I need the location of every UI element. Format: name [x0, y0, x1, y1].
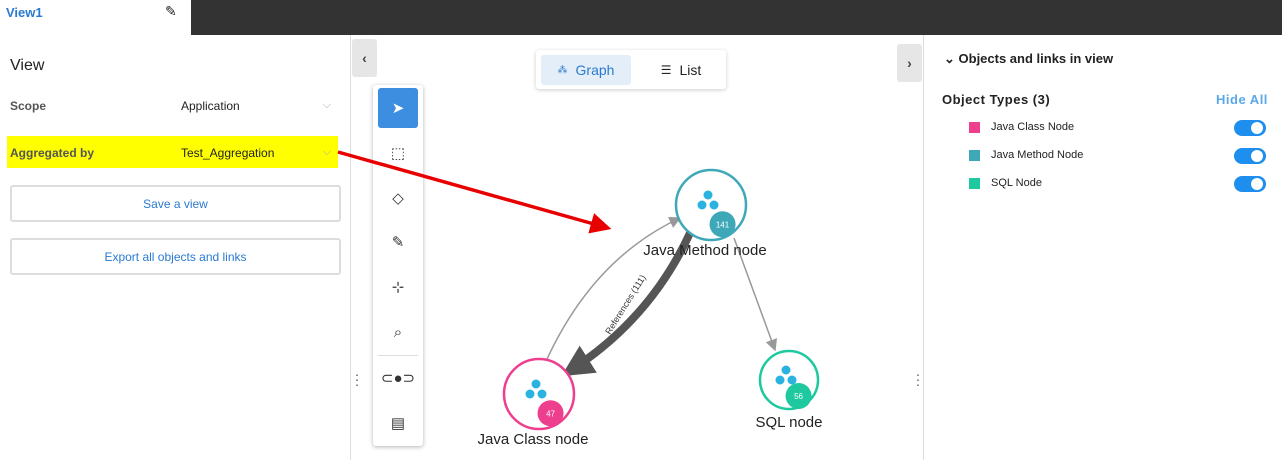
node-label: SQL node [756, 414, 823, 431]
tab-view1[interactable]: View1 ✎ [0, 0, 191, 35]
list-icon: ☰ [660, 63, 672, 77]
search-icon: ⌕ [393, 323, 403, 341]
collapse-right-button[interactable]: › [897, 44, 922, 82]
node-type-icon [709, 200, 719, 210]
chevron-down-icon: ⌄ [944, 51, 959, 66]
toolbar-divider [378, 355, 418, 356]
object-types-title: Object Types (3) [942, 92, 1051, 107]
chevron-down-icon: ⌵ [322, 146, 331, 158]
object-type-label: Java Class Node [991, 121, 1075, 133]
node-label: Java Method node [643, 242, 766, 259]
section-title: Objects and links in view [958, 51, 1114, 66]
node-type-icon [781, 365, 791, 375]
tab-graph[interactable]: ⁂ Graph [541, 55, 631, 85]
node-type-icon [787, 375, 797, 385]
tab-graph-label: Graph [575, 62, 615, 78]
annotation-red-arrow [337, 150, 612, 234]
search-tool-button[interactable]: ⌕ [378, 312, 418, 352]
node-type-icon [697, 200, 707, 210]
comment-tool-button[interactable]: ▤ [378, 403, 418, 443]
object-type-row: Java Method Node [969, 149, 1269, 161]
layout-tool-button[interactable]: ⊹ [378, 267, 418, 307]
tab-list-label: List [679, 62, 702, 78]
node-count-badge [709, 211, 736, 238]
node-type-icon [537, 389, 547, 399]
hide-all-link[interactable]: Hide All [1216, 92, 1268, 107]
marquee-select-icon: ⬚ [390, 145, 406, 162]
object-type-row: SQL Node [969, 177, 1269, 189]
pencil-icon: ✎ [391, 234, 405, 251]
resize-handle-right[interactable]: ··· [915, 366, 921, 392]
collapse-left-button[interactable]: ‹ [352, 39, 377, 77]
shapes-icon: ◇ [392, 190, 404, 207]
scope-select[interactable]: Application ⌵ [180, 95, 335, 117]
edge-method-to-sql[interactable] [733, 237, 778, 352]
export-button[interactable]: Export all objects and links [10, 238, 341, 275]
tab-title: View1 [6, 5, 43, 20]
aggregated-by-row: Aggregated by Test_Aggregation ⌵ [7, 136, 338, 168]
node-type-icon [703, 190, 713, 200]
tab-list[interactable]: ☰ List [646, 55, 716, 85]
node-type-icon [525, 389, 535, 399]
aggregated-by-label: Aggregated by [10, 146, 95, 160]
node-label: Java Class node [478, 431, 589, 448]
select-tool-button[interactable]: ➤ [378, 88, 418, 128]
view-toggle: ⁂ Graph ☰ List [536, 50, 726, 89]
draw-tool-button[interactable]: ✎ [378, 222, 418, 262]
scope-value: Application [181, 99, 240, 113]
save-view-button[interactable]: Save a view [10, 185, 341, 222]
chevron-left-icon: ‹ [362, 50, 367, 66]
scope-label: Scope [10, 99, 47, 113]
left-panel: View Scope Application ⌵ Aggregated by T… [0, 35, 351, 460]
node-count: 56 [794, 392, 803, 401]
section-header[interactable]: ⌄ Objects and links in view [944, 51, 1113, 67]
toggle-java-method-node[interactable] [1234, 148, 1266, 164]
graph-toolbar: ➤ ⬚ ◇ ✎ ⊹ ⌕ ⊂●⊃ ▤ [373, 85, 423, 446]
graph-icon: ⁂ [557, 64, 568, 76]
color-swatch [969, 178, 980, 189]
chevron-down-icon: ⌵ [322, 99, 331, 111]
cursor-icon: ➤ [391, 100, 405, 117]
aggregated-by-select[interactable]: Test_Aggregation ⌵ [180, 141, 335, 163]
object-type-label: Java Method Node [991, 149, 1084, 161]
object-type-label: SQL Node [991, 177, 1042, 189]
edge-class-to-method[interactable] [542, 217, 682, 369]
shapes-tool-button[interactable]: ◇ [378, 178, 418, 218]
right-panel: ⌄ Objects and links in view Object Types… [923, 35, 1282, 460]
edge-references[interactable] [561, 231, 694, 377]
toggle-tool-button[interactable]: ⊂●⊃ [378, 358, 418, 398]
node-count-badge [785, 382, 812, 409]
toggle-java-class-node[interactable] [1234, 120, 1266, 136]
toggle-sql-node[interactable] [1234, 176, 1266, 192]
node-count: 47 [546, 409, 555, 418]
color-swatch [969, 150, 980, 161]
area-select-tool-button[interactable]: ⬚ [378, 133, 418, 173]
node-type-icon [531, 379, 541, 389]
chevron-right-icon: › [907, 55, 912, 71]
hierarchy-icon: ⊹ [391, 279, 405, 296]
resize-handle-left[interactable]: ··· [354, 366, 360, 392]
node-type-icon [775, 375, 785, 385]
color-swatch [969, 122, 980, 133]
panel-heading: View [10, 57, 45, 74]
comment-icon: ▤ [390, 415, 406, 432]
node-count-badge [537, 400, 564, 427]
top-bar [0, 0, 1282, 35]
toggle-icon: ⊂●⊃ [380, 370, 416, 387]
aggregated-by-value: Test_Aggregation [181, 146, 275, 160]
object-type-row: Java Class Node [969, 121, 1269, 133]
edit-pencil-icon[interactable]: ✎ [165, 3, 177, 19]
node-count: 141 [716, 220, 730, 229]
